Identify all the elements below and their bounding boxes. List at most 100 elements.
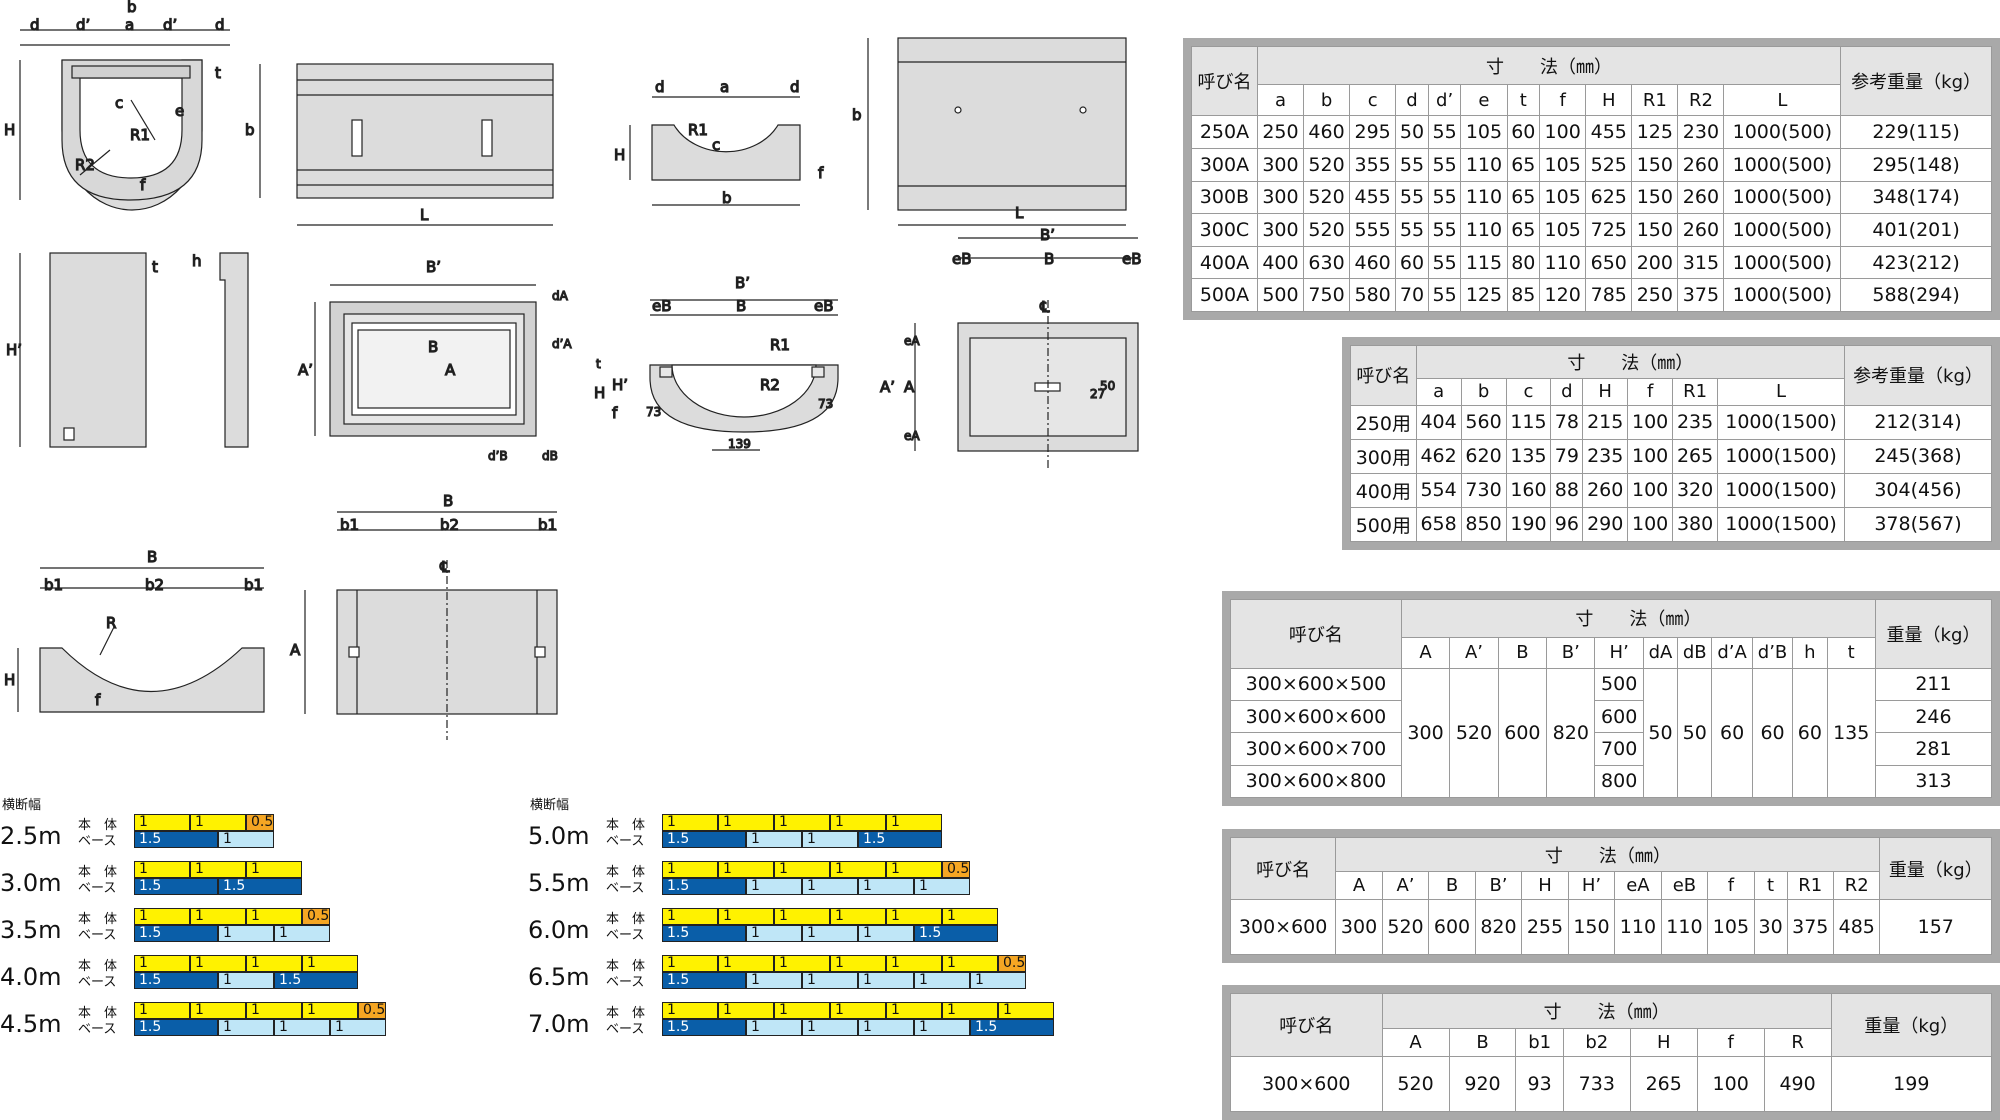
col-header-dims: 寸 法（㎜） [1256, 45, 1842, 86]
base-label: ベース [78, 975, 117, 990]
cell: 60 [1711, 667, 1753, 799]
base-segment: 1 [746, 831, 802, 848]
cell: 60 [1506, 115, 1541, 150]
cell: 520 [1302, 180, 1351, 215]
cell: 1000(500) [1723, 245, 1842, 280]
cell: 355 [1349, 148, 1397, 182]
body-segment: 1 [718, 908, 774, 925]
cell: 1000(500) [1723, 148, 1842, 182]
body-segment: 1 [662, 1002, 718, 1019]
cell: 255 [1521, 899, 1569, 955]
cell: 157 [1879, 899, 1992, 955]
base-segment: 1 [914, 972, 970, 989]
dim-label: B [736, 297, 746, 315]
cell: 60 [1751, 667, 1794, 799]
cell: 190 [1505, 506, 1552, 543]
row-name: 300×600×700 [1230, 732, 1402, 766]
base-segment: 1.5 [134, 1019, 218, 1036]
cell: 260 [1677, 213, 1725, 247]
col-header: H [1521, 871, 1569, 900]
body-segment: 1 [886, 861, 942, 878]
dim-label: dA [552, 289, 569, 303]
base-segment: 1 [858, 878, 914, 895]
cell: 625 [1585, 180, 1633, 215]
width-value: 5.5m [528, 869, 590, 897]
base-label: ベース [606, 881, 645, 896]
cell: 650 [1585, 245, 1633, 280]
dim-label: eB [814, 297, 834, 315]
dim-label: a [125, 16, 134, 34]
dim-label: 73 [646, 405, 661, 419]
row-name: 300A [1191, 148, 1258, 182]
cell: 725 [1585, 213, 1633, 247]
width-value: 4.0m [0, 963, 62, 991]
body-segment: 1 [190, 908, 246, 925]
body-segment: 1 [942, 1002, 998, 1019]
cell: 65 [1506, 213, 1541, 247]
cell: 313 [1874, 764, 1993, 799]
base-segment: 1 [858, 972, 914, 989]
col-header: R2 [1832, 871, 1881, 900]
cell: 65 [1506, 180, 1541, 215]
body-segment: 0.5 [998, 955, 1026, 972]
dim-label: t [215, 64, 221, 82]
cell: 630 [1302, 245, 1351, 280]
cell: 520 [1381, 899, 1430, 955]
dim-label: t [596, 357, 601, 371]
cell: 110 [1460, 180, 1508, 215]
dim-label: B [443, 492, 453, 510]
dim-label: d [215, 16, 225, 34]
cell: 348(174) [1840, 180, 1992, 215]
base-segment: 1.5 [134, 878, 218, 895]
cell: 135 [1505, 438, 1552, 474]
row-name: 250A [1191, 115, 1258, 150]
cell: 50 [1395, 115, 1429, 150]
cell: 100 [1627, 404, 1674, 440]
body-segment: 1 [830, 861, 886, 878]
cell: 520 [1302, 213, 1351, 247]
dim-label: A’ [880, 378, 895, 396]
base-segment: 1.5 [858, 831, 942, 848]
col-header: t [1826, 636, 1876, 669]
dim-label: R1 [770, 336, 790, 354]
dim-label: R2 [75, 156, 95, 174]
cell: 55 [1427, 213, 1462, 247]
col-header: b2 [1562, 1027, 1631, 1058]
dim-label: b1 [244, 576, 263, 594]
dim-label: d’B [488, 449, 508, 463]
dim-label: b [722, 189, 732, 207]
cell: 281 [1874, 732, 1993, 766]
body-segment: 1 [190, 861, 246, 878]
base-segment: 1 [802, 925, 858, 942]
body-segment: 1 [886, 1002, 942, 1019]
row-name: 300×600×600 [1230, 700, 1402, 734]
col-header: H’ [1594, 636, 1644, 669]
cell: 250 [1631, 278, 1679, 312]
cell: 55 [1427, 148, 1462, 182]
dim-label: b2 [440, 516, 459, 534]
cell: 300 [1256, 213, 1305, 247]
body-segment: 1 [830, 814, 886, 831]
cell: 520 [1302, 148, 1351, 182]
body-segment: 1 [998, 1002, 1054, 1019]
dim-label: A’ [298, 361, 313, 379]
cell: 300 [1256, 180, 1305, 215]
col-header-name: 呼び名 [1350, 345, 1417, 406]
cell: 80 [1506, 245, 1541, 280]
dim-label: 139 [728, 437, 751, 451]
cell: 260 [1677, 148, 1725, 182]
cell: 115 [1460, 245, 1508, 280]
cell: 1000(1500) [1717, 506, 1845, 543]
cell: 260 [1677, 180, 1725, 215]
cell: 820 [1546, 667, 1596, 799]
dim-label: dB [542, 449, 558, 463]
col-header: B [1428, 871, 1476, 900]
body-segment: 1 [246, 1002, 302, 1019]
cell: 110 [1614, 899, 1662, 955]
body-segment: 1 [134, 814, 190, 831]
cell: 125 [1460, 278, 1508, 312]
drawing-canvas: b d d’ a d’ d t c e R1 R2 f H b L d a d … [3, 0, 1142, 740]
